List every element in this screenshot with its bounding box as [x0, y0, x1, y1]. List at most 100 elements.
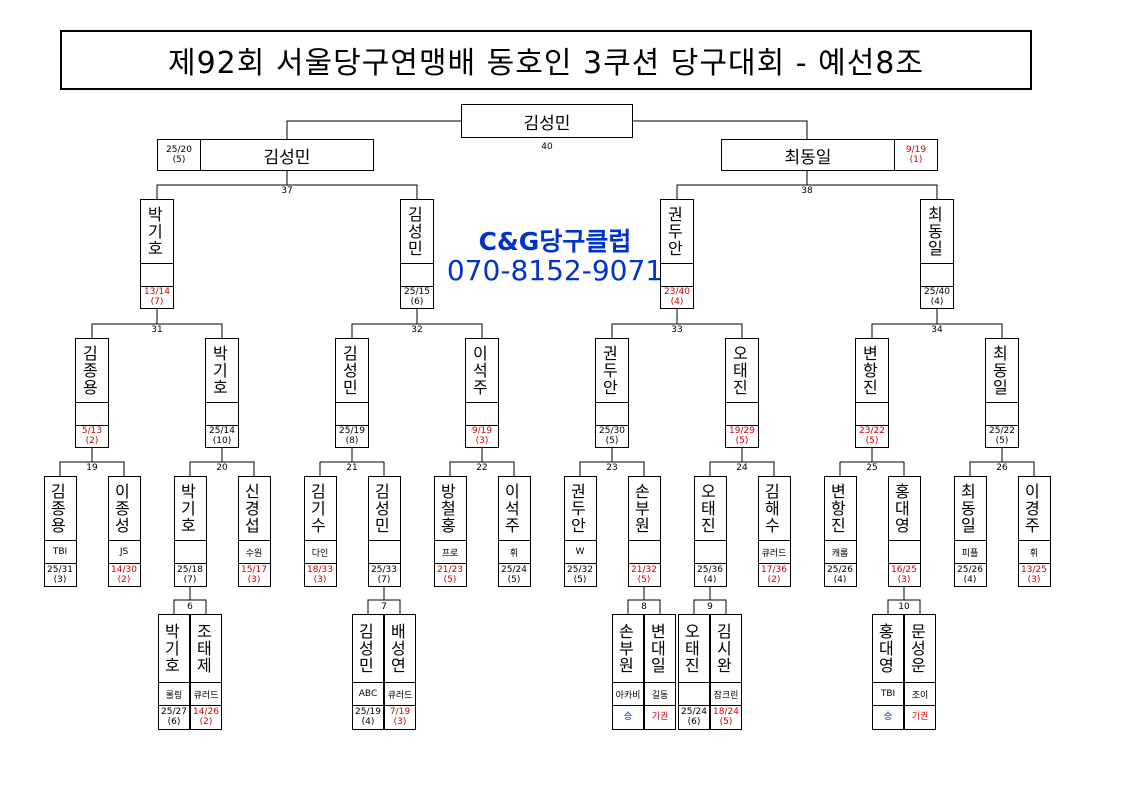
player-club [174, 541, 206, 564]
match-number: 40 [541, 142, 553, 152]
player-name: 권두안 [564, 477, 596, 541]
player-club [856, 403, 888, 426]
player-innings: (10) [212, 436, 232, 446]
player-score: 7/19 [389, 707, 411, 717]
player-innings: (5) [995, 436, 1009, 446]
player-innings: (3) [897, 574, 911, 585]
player-name: 박기호 [206, 339, 238, 403]
match-number: 31 [151, 325, 163, 335]
player-score: 14/30 [111, 564, 137, 575]
player-score: 19/29 [729, 426, 755, 436]
player-name: 변대일 [645, 615, 675, 683]
player-club: 휘 [1018, 541, 1050, 564]
player-score: 16/25 [891, 564, 917, 575]
match-number: 33 [671, 325, 683, 335]
player-name: 홍대영 [888, 477, 920, 541]
player-name: 김기수 [304, 477, 336, 541]
player-score-cell: 13/25(3) [1019, 563, 1050, 586]
player-club [661, 264, 693, 287]
player-name: 박기호 [141, 200, 173, 264]
finalist-right-innings: (1) [909, 155, 923, 165]
match-number: 26 [996, 463, 1008, 473]
finalist-left-score: 25/20 [166, 145, 192, 155]
player-score-cell: 16/25(3) [889, 563, 920, 586]
player-score: 25/19 [355, 707, 381, 717]
player-score-cell: 15/17(3) [239, 563, 270, 586]
player-score: 15/17 [241, 564, 267, 575]
player-score: 25/30 [599, 426, 625, 436]
player-club: 조이 [905, 683, 935, 706]
player-innings: (6) [410, 297, 424, 307]
player-score: 21/23 [437, 564, 463, 575]
player-innings: (2) [117, 574, 131, 585]
player-innings: (3) [1027, 574, 1041, 585]
player-score-cell: 25/19(8) [336, 425, 368, 447]
player-name: 최동일 [954, 477, 986, 541]
player-club: 아카비 [613, 683, 643, 706]
player-score-cell: 25/19(4) [353, 705, 383, 729]
player-score: 25/26 [827, 564, 853, 575]
player-score-cell: 19/29(5) [726, 425, 758, 447]
player-score-cell: 9/19(3) [466, 425, 498, 447]
player-score-cell: 25/24(6) [679, 705, 709, 729]
player-innings: (8) [345, 436, 359, 446]
player-name: 김종용 [76, 339, 108, 403]
player-innings: (4) [930, 297, 944, 307]
player-score: 25/24 [501, 564, 527, 575]
match-number: 38 [801, 186, 813, 196]
player-club: 큐러드 [191, 683, 221, 706]
player-club: 다인 [304, 541, 336, 564]
match-number: 6 [187, 602, 193, 612]
match-number: 20 [216, 463, 228, 473]
player-innings: (7) [183, 574, 197, 585]
player-club: W [564, 541, 596, 564]
player-club [921, 264, 953, 287]
player-club: 잠크린 [711, 683, 741, 706]
player-club [76, 403, 108, 426]
player-score-cell: 승 [873, 705, 903, 729]
player-club: 프로 [434, 541, 466, 564]
player-score-cell: 25/27(6) [159, 705, 189, 729]
match-number: 19 [86, 463, 98, 473]
player-innings: (4) [703, 574, 717, 585]
player-score: 25/36 [697, 564, 723, 575]
player-club [726, 403, 758, 426]
player-club [679, 683, 709, 706]
player-score: 25/31 [47, 564, 73, 575]
player-score: 23/40 [664, 287, 690, 297]
player-club [336, 403, 368, 426]
player-score: 승 [883, 712, 893, 722]
advert-club-name: C&G당구클럽 [478, 227, 632, 256]
player-score: 13/25 [1021, 564, 1047, 575]
player-score-cell: 25/32(5) [565, 563, 596, 586]
player-innings: (3) [313, 574, 327, 585]
player-score-cell: 5/13(2) [76, 425, 108, 447]
player-club: 캐롬 [824, 541, 856, 564]
player-innings: (2) [85, 436, 99, 446]
player-name: 김종용 [44, 477, 76, 541]
player-score: 18/33 [307, 564, 333, 575]
player-name: 이종성 [108, 477, 140, 541]
player-score: 18/24 [713, 707, 739, 717]
player-score-cell: 25/36(4) [695, 563, 726, 586]
finalist-left-name: 김성민 [263, 147, 311, 168]
player-name: 이경주 [1018, 477, 1050, 541]
player-innings: (5) [507, 574, 521, 585]
